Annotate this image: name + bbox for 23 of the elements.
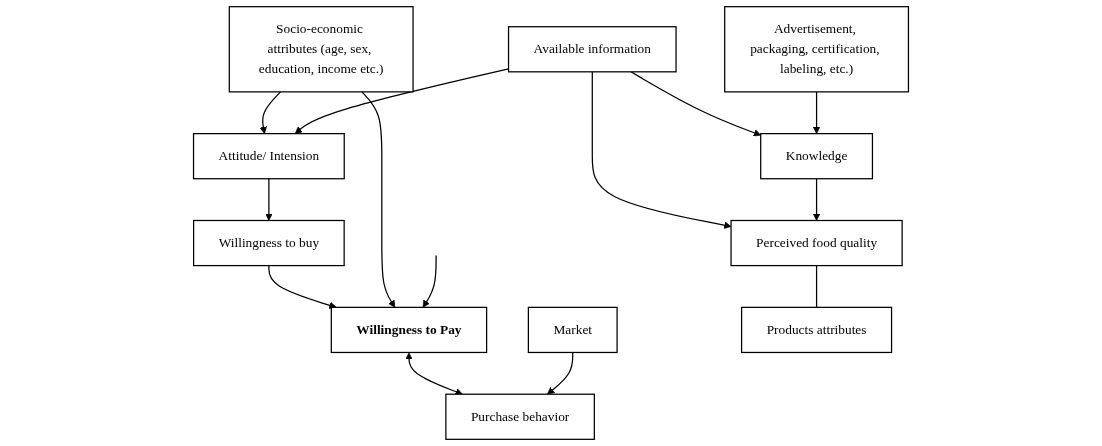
node-box: Socio-economic attributes (age, sex, education, income etc.) [228,6,414,93]
node-box: Perceived food quality [730,219,903,267]
node-box: Advertisement, packaging, certification, labeling, etc.) [724,6,910,93]
node-box: Purchase behavior [445,393,595,440]
arrow [265,178,273,221]
arrow [268,264,337,309]
arrow [812,91,821,134]
arrow [812,178,821,221]
arrow [630,71,762,137]
arrow [422,254,437,308]
node-box: Knowledge [760,133,874,180]
node-box: Market [527,306,618,354]
arrow [405,352,463,396]
node-box: Attitude/ Intension [192,133,345,180]
arrow [547,351,574,395]
node-box: Products attributes [740,306,893,354]
arrow [259,91,282,134]
arrow [591,71,732,229]
node-box: Available information [507,26,677,73]
node-box: Willingness to Pay [330,306,488,354]
node-box: Willingness to buy [193,219,345,267]
arrow [361,91,396,308]
connector [815,264,818,308]
